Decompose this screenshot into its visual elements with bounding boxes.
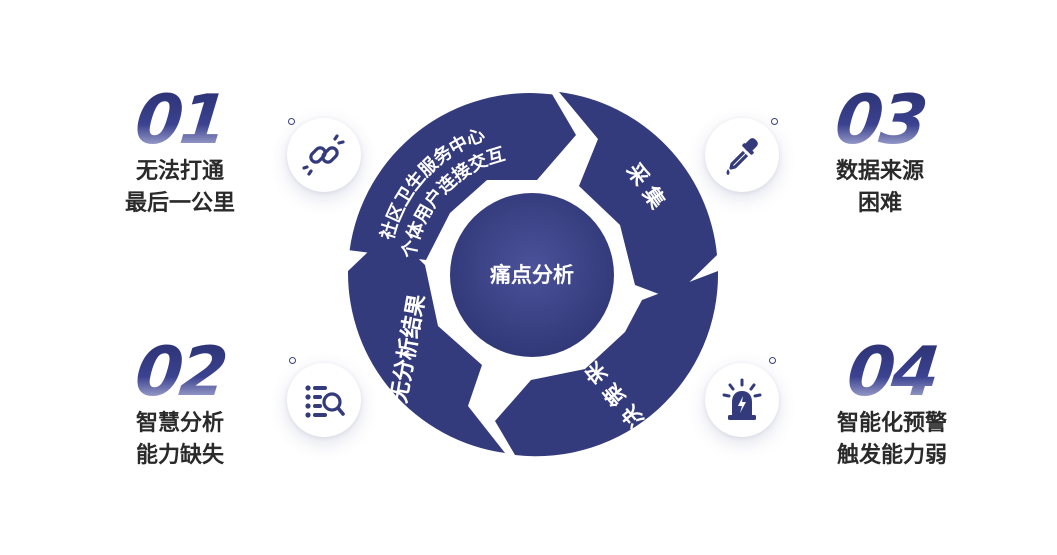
decor-dot [288, 118, 295, 125]
pain-point-cycle-diagram: 痛点分析 社区卫生服务中心 个体用户连接交互 采 集 决 策 来 无分析结果 [347, 92, 719, 457]
link-icon [302, 134, 345, 176]
alarm-badge [705, 363, 779, 437]
pain-point-02-number: 02 [111, 333, 248, 412]
pain-point-01-number: 01 [111, 81, 248, 160]
segment-result [347, 231, 505, 453]
center-label: 痛点分析 [490, 263, 574, 287]
segment-decide [495, 271, 719, 457]
segment-collect [559, 92, 717, 299]
decor-dot [771, 118, 778, 125]
pain-point-04: 04 智能化预警 触发能力弱 [818, 333, 966, 472]
segment-connect [349, 93, 576, 260]
center-circle [450, 193, 614, 357]
pain-point-03: 03 数据来源 困难 [815, 81, 945, 220]
search-list-badge [287, 363, 361, 437]
pain-point-02: 02 智慧分析 能力缺失 [115, 333, 245, 472]
pain-point-02-label: 智慧分析 能力缺失 [135, 411, 224, 468]
decor-dot [289, 357, 296, 364]
dropper-icon [726, 138, 758, 175]
pain-point-03-label: 数据来源 困难 [835, 159, 924, 216]
pain-point-04-label: 智能化预警 触发能力弱 [836, 411, 947, 468]
pain-point-01-label: 无法打通 最后一公里 [124, 159, 235, 216]
pain-point-03-number: 03 [811, 81, 948, 160]
alarm-icon [722, 378, 762, 420]
dropper-badge [705, 118, 779, 192]
decor-dot [769, 357, 776, 364]
search-list-icon [305, 385, 345, 418]
link-badge [287, 118, 361, 192]
pain-point-04-number: 04 [814, 333, 969, 412]
pain-point-01: 01 无法打通 最后一公里 [115, 81, 245, 220]
